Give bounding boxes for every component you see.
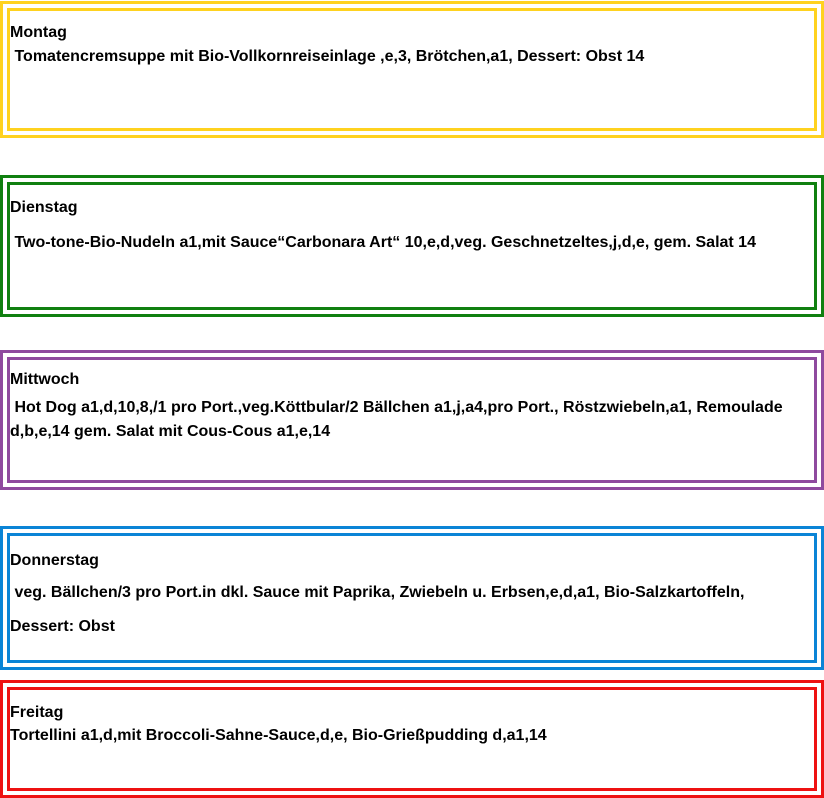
- day-box-mittwoch: Mittwoch Hot Dog a1,d,10,8,/1 pro Port.,…: [0, 350, 824, 490]
- day-menu-donnerstag: veg. Bällchen/3 pro Port.in dkl. Sauce m…: [10, 584, 749, 635]
- day-title-donnerstag: Donnerstag: [10, 552, 99, 569]
- day-title-mittwoch: Mittwoch: [10, 371, 80, 388]
- day-menu-montag: Tomatencremsuppe mit Bio-Vollkornreisein…: [10, 48, 645, 65]
- day-content-dienstag: Dienstag Two-tone-Bio-Nudeln a1,mit Sauc…: [10, 185, 814, 307]
- day-content-donnerstag: Donnerstag veg. Bällchen/3 pro Port.in d…: [10, 536, 814, 660]
- day-box-dienstag: Dienstag Two-tone-Bio-Nudeln a1,mit Sauc…: [0, 175, 824, 317]
- day-title-freitag: Freitag: [10, 704, 64, 721]
- day-content-montag: Montag Tomatencremsuppe mit Bio-Vollkorn…: [10, 11, 814, 128]
- day-menu-dienstag: Two-tone-Bio-Nudeln a1,mit Sauce“Carbona…: [10, 234, 756, 251]
- day-menu-freitag: Tortellini a1,d,mit Broccoli-Sahne-Sauce…: [10, 727, 547, 744]
- day-box-freitag: Freitag Tortellini a1,d,mit Broccoli-Sah…: [0, 680, 824, 798]
- day-content-mittwoch: Mittwoch Hot Dog a1,d,10,8,/1 pro Port.,…: [10, 360, 814, 480]
- day-box-donnerstag: Donnerstag veg. Bällchen/3 pro Port.in d…: [0, 526, 824, 670]
- day-content-freitag: Freitag Tortellini a1,d,mit Broccoli-Sah…: [10, 690, 814, 788]
- day-title-dienstag: Dienstag: [10, 199, 78, 216]
- day-menu-mittwoch: Hot Dog a1,d,10,8,/1 pro Port.,veg.Köttb…: [10, 399, 788, 440]
- day-box-montag: Montag Tomatencremsuppe mit Bio-Vollkorn…: [0, 1, 824, 138]
- day-title-montag: Montag: [10, 24, 67, 41]
